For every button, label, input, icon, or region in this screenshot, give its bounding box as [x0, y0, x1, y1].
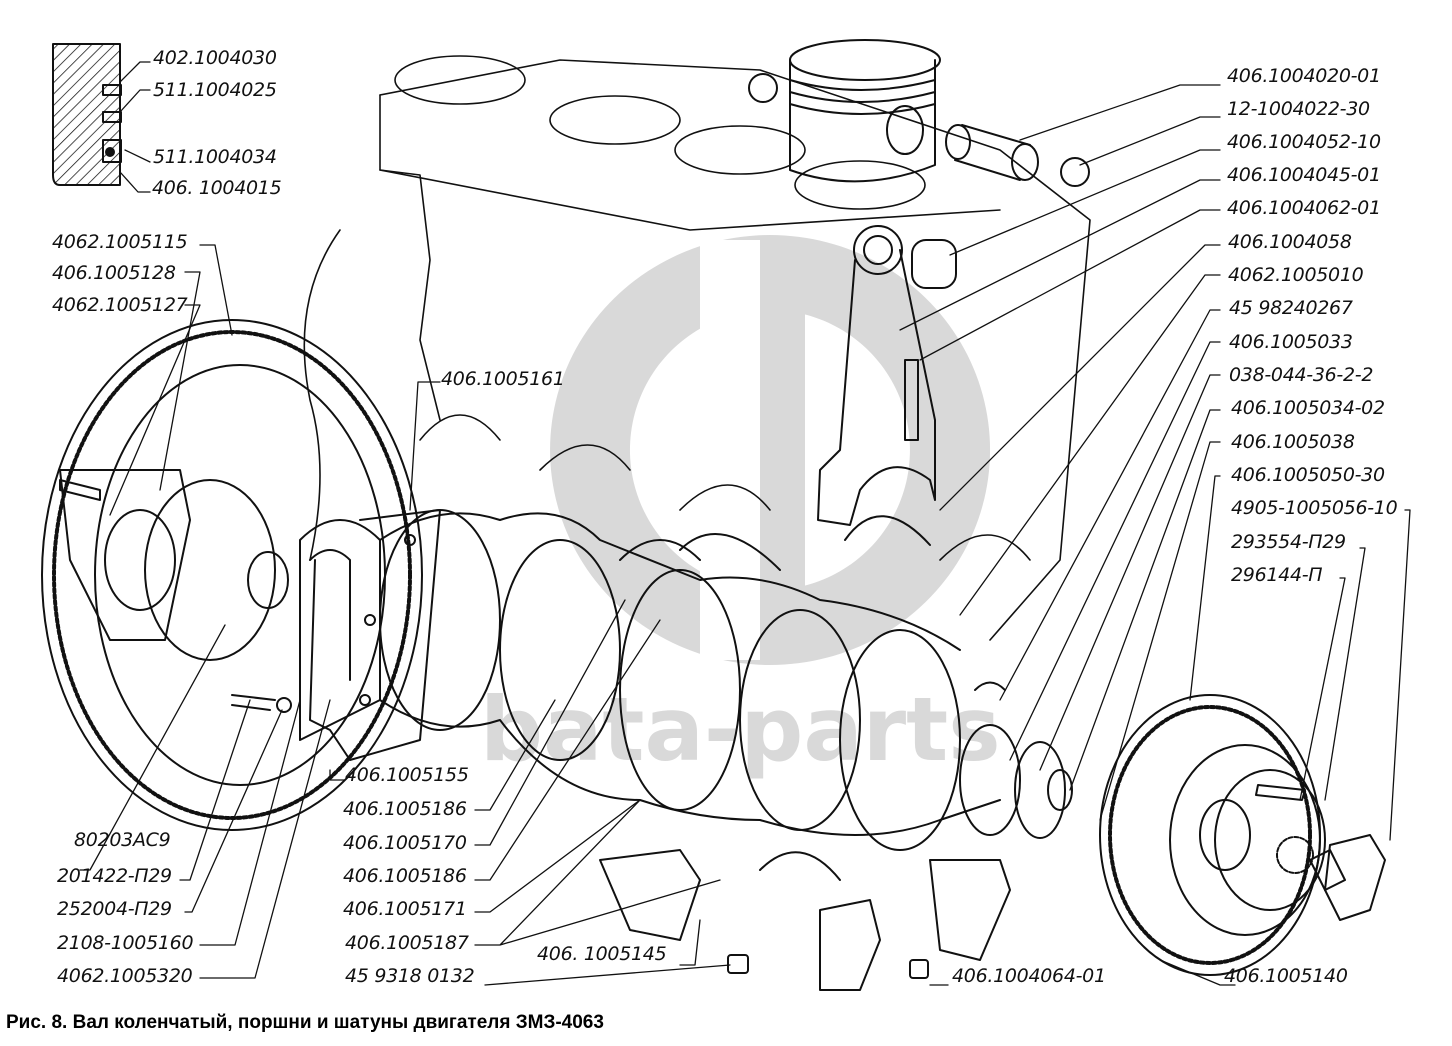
connecting-rod-drawing [817, 225, 957, 546]
label-oil-ring: 511.1004034 [153, 146, 277, 168]
label-front-cover-ring: 406.1005038 [1231, 431, 1355, 453]
label-rear-seal-gasket: 4062.1005320 [57, 965, 193, 987]
label-connecting-rod: 406.1004045-01 [1227, 164, 1381, 186]
label-main-bearing-cap: 406. 1005145 [537, 943, 667, 965]
label-conrod-bushing: 406.1004062-01 [1227, 197, 1381, 219]
label-piston: 406.1004020-01 [1227, 65, 1381, 87]
label-flywheel-bolt: 4062.1005127 [52, 294, 188, 316]
leader-lines [79, 61, 1411, 986]
ring-section-drawing [52, 43, 122, 186]
label-piston-section: 406. 1004015 [152, 177, 282, 199]
label-main-bearing-lower-2: 406.1005171 [343, 898, 467, 920]
label-oil-seal: 038-044-36-2-2 [1229, 364, 1374, 386]
label-main-bearing-lower: 406.1005170 [343, 832, 467, 854]
label-bolt-main-cap: 45 9318 0132 [345, 965, 475, 987]
label-gasket: 406.1005155 [345, 764, 469, 786]
label-compression-ring-second: 511.1004025 [153, 79, 277, 101]
label-crankshaft: 4062.1005010 [1228, 264, 1364, 286]
label-piston-pin: 406.1004052-10 [1227, 131, 1381, 153]
label-segment-key: 45 98240267 [1229, 297, 1353, 319]
label-compression-ring-top: 402.1004030 [153, 47, 277, 69]
main-bearing-caps-drawing [599, 849, 1011, 991]
figure-caption: Рис. 8. Вал коленчатый, поршни и шатуны … [6, 1012, 604, 1033]
label-damper-pulley: 406.1005050-30 [1231, 464, 1385, 486]
label-holder-bolt: 201422-П29 [57, 865, 172, 887]
engine-block-drawing [303, 55, 1091, 641]
piston-drawing [748, 39, 1090, 187]
label-ratchet-bolt: 4905-1005056-10 [1231, 497, 1398, 519]
label-crank-sprocket: 406.1005033 [1229, 331, 1353, 353]
label-flywheel-washer-plate: 406.1005128 [52, 262, 176, 284]
label-key: 293554-П29 [1231, 531, 1346, 553]
label-pulley-bolt: 406.1005140 [1224, 965, 1348, 987]
label-holder-washer: 252004-П29 [57, 898, 172, 920]
piston-pin-drawing [945, 124, 1039, 181]
damper-pulley-drawing [1099, 694, 1386, 976]
label-spacer: 406.1005034-02 [1231, 397, 1385, 419]
label-washer: 296144-П [1231, 564, 1323, 586]
label-main-bearing-upper-2: 406.1005186 [343, 865, 467, 887]
crankshaft-drawing [379, 509, 1073, 851]
watermark-logo [550, 235, 991, 665]
label-conrod-nut: 406.1004064-01 [952, 965, 1106, 987]
label-rear-oil-seal: 2108-1005160 [57, 932, 194, 954]
label-conrod-bearing: 406.1004058 [1228, 231, 1352, 253]
label-rear-seal-holder: 406.1005161 [441, 368, 565, 390]
label-bearing: 80203АС9 [74, 829, 171, 851]
label-thrust-half-ring: 406.1005187 [345, 932, 469, 954]
label-main-bearing-upper: 406.1005186 [343, 798, 467, 820]
label-flywheel: 4062.1005115 [52, 231, 188, 253]
label-retaining-ring: 12-1004022-30 [1227, 98, 1370, 120]
